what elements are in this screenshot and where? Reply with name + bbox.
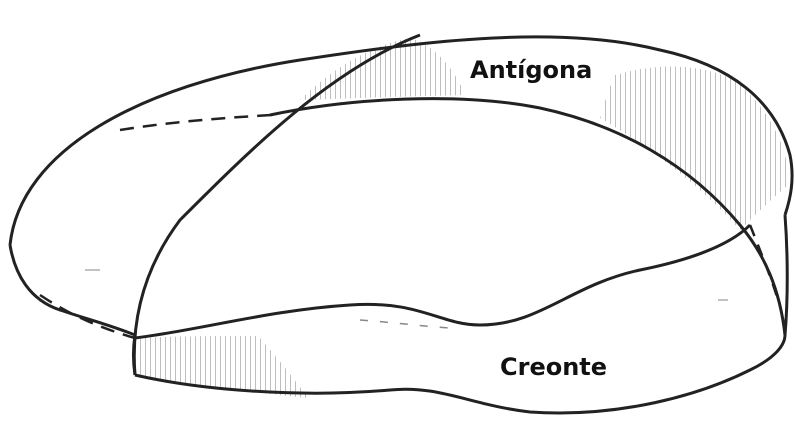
label-creonte: Creonte [500,353,607,381]
right-side-edge [785,215,787,335]
faint-dash-marks [360,320,450,328]
shaded-region-upper-right [600,66,788,230]
inner-bottom-edge [135,225,750,338]
label-antigona: Antígona [470,56,592,84]
left-fold-edge [134,335,136,375]
hidden-edge-lower-left [40,295,135,338]
hidden-edge-left [120,115,272,130]
left-lobe-edge [10,245,135,335]
